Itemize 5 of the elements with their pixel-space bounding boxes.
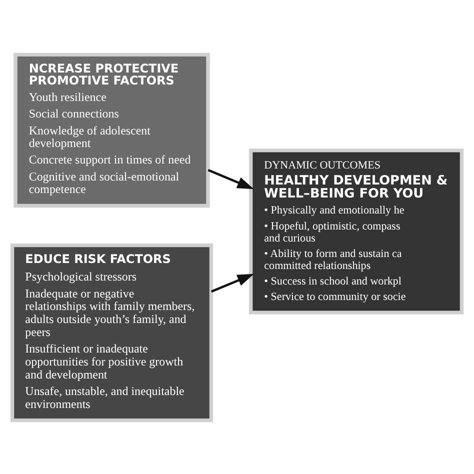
node-box: EDUCE RISK FACTORS Psychological stressors Inadequate or negative relationships with family members, adults outside youth’s family, and peers Insufficient or inadequate opportunities for positive growth and development Unsafe, unstable, and inequitable environments bbox=[10, 242, 214, 422]
node-box: DYNAMIC OUTCOMES HEALTHY DEVELOPMEN & WELL–BEING FOR YOU • Physically and emotionally he • Hopeful, optimistic, compass and curious • Ability to form and sustain ca committed relationships • Success in school and workpl • Service to community or socie bbox=[248, 148, 464, 314]
arrow bbox=[208, 168, 254, 189]
arrow bbox=[210, 273, 254, 292]
node-box: NCREASE PROTECTIVE PROMOTIVE FACTORS Youth resilience Social connections Knowledge of adolescent development Concrete support in times of need Cognitive and social-emotional competence bbox=[14, 52, 210, 208]
